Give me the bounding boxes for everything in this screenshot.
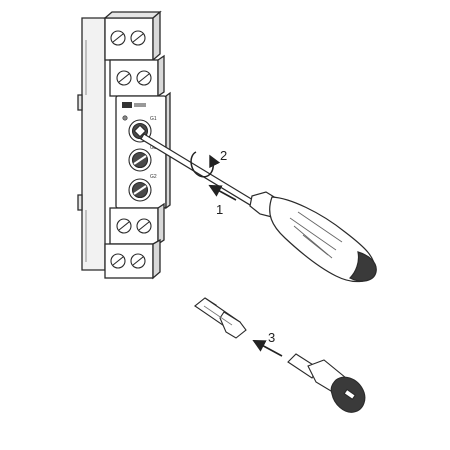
fuse-cap-right — [219, 311, 247, 339]
screw-top-1b — [130, 30, 146, 46]
terminal-screws — [110, 30, 152, 269]
bottom-terminal-block-2-side — [152, 238, 161, 280]
fuse-holder-cap-icon — [287, 353, 366, 413]
fuse-label-2: G3 — [150, 145, 157, 151]
insert-arrow-icon — [252, 339, 283, 357]
brand-logo-mark — [134, 103, 146, 107]
fuse-holder-knob-2[interactable] — [128, 148, 152, 172]
front-panel-details: G1 G3 G2 — [122, 102, 157, 202]
screw-bottom-1a — [116, 218, 132, 234]
indicator-led-icon — [122, 115, 128, 121]
screw-top-1a — [110, 30, 126, 46]
screw-top-2a — [116, 70, 132, 86]
module-side-profile — [81, 17, 106, 271]
step-2-label: 2 — [220, 148, 227, 163]
rotate-arrow-icon — [190, 151, 221, 178]
brand-logo-icon — [122, 102, 132, 108]
screwdriver-icon — [140, 133, 377, 283]
screwdriver-handle-cap — [348, 251, 377, 282]
bottom-terminal-block-1-side — [157, 202, 165, 246]
step-1-label: 1 — [216, 202, 223, 217]
screwdriver-grip-grooves — [289, 211, 343, 259]
fuse-label-3: G2 — [150, 174, 157, 180]
fuse-holder-slot — [343, 388, 357, 401]
fuse-holder-knob-3[interactable] — [128, 178, 152, 202]
screw-bottom-2b — [130, 253, 146, 269]
screw-bottom-2a — [110, 253, 126, 269]
module-side-notch — [77, 94, 83, 211]
screw-bottom-1b — [136, 218, 152, 234]
top-terminal-block-2-side — [157, 54, 165, 98]
top-terminal-block-1-side — [152, 10, 161, 62]
fuse-label-1: G1 — [150, 116, 157, 122]
fuse-filament — [203, 305, 233, 326]
push-arrow-icon — [208, 184, 237, 201]
step-3-label: 3 — [268, 330, 275, 345]
top-terminal-block-1-top — [103, 11, 162, 19]
glass-tube-fuse-icon — [194, 297, 247, 339]
screw-top-2b — [136, 70, 152, 86]
